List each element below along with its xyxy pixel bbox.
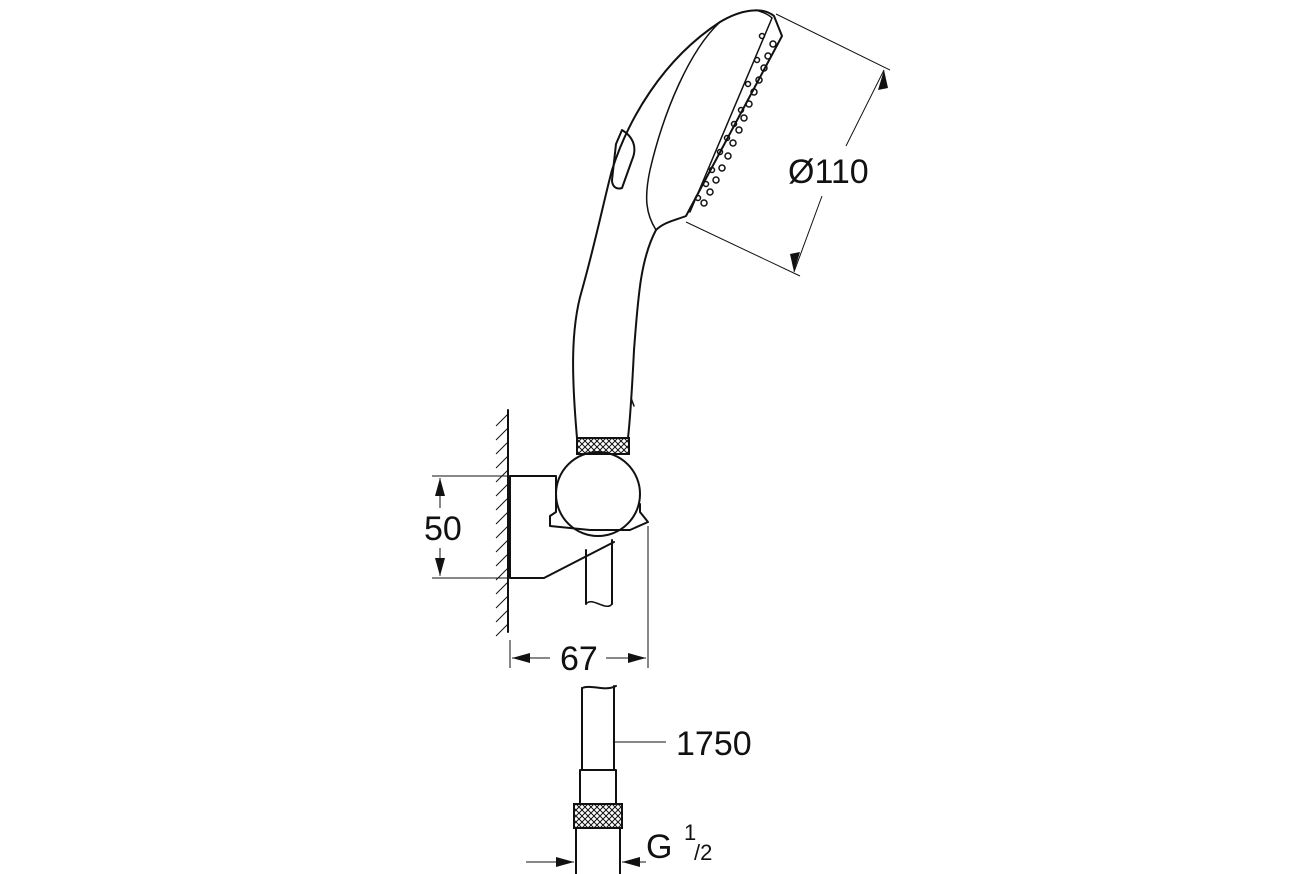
handle-knurl-ring — [576, 437, 630, 455]
dimension-thread: G 1 /2 — [526, 820, 712, 867]
dimension-height: 50 — [424, 475, 510, 579]
thread-label-numerator: 1 — [684, 820, 696, 845]
dimension-hose-length: 1750 — [614, 725, 752, 763]
diameter-label: Ø110 — [788, 153, 869, 191]
depth-label: 67 — [560, 640, 598, 678]
thread-label-denominator: /2 — [694, 840, 712, 865]
thread-label-g: G — [646, 828, 672, 866]
nozzle-dots — [694, 32, 777, 207]
wall — [495, 409, 509, 637]
hand-shower — [572, 9, 783, 455]
dimension-depth: 67 — [509, 526, 649, 678]
height-label: 50 — [424, 510, 462, 548]
hose-nut-knurl — [573, 803, 623, 829]
dimension-diameter: Ø110 — [685, 13, 891, 277]
ball-joint — [555, 451, 641, 537]
hose — [573, 685, 623, 874]
hose-length-label: 1750 — [676, 725, 752, 763]
wall-holder — [509, 451, 649, 607]
